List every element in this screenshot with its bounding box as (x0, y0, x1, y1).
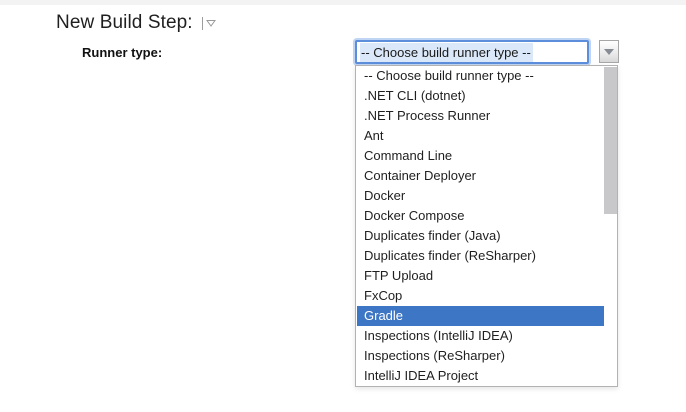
listbox-option[interactable]: Gradle (357, 306, 604, 326)
divider (201, 16, 203, 30)
listbox-option[interactable]: .NET CLI (dotnet) (364, 88, 466, 103)
dropdown-arrow-icon (205, 19, 216, 27)
listbox-option[interactable]: Inspections (ReSharper) (364, 348, 505, 363)
listbox-option[interactable]: Container Deployer (364, 168, 477, 183)
listbox-option[interactable]: Command Line (364, 148, 453, 163)
scrollbar-thumb[interactable] (604, 67, 617, 214)
runner-type-label: Runner type: (82, 45, 163, 60)
caret-down-icon (604, 48, 614, 55)
runner-type-select[interactable]: -- Choose build runner type -- (355, 40, 589, 64)
select-arrow-button[interactable] (599, 40, 619, 63)
listbox-option[interactable]: Duplicates finder (Java) (364, 228, 501, 243)
listbox-option[interactable]: .NET Process Runner (364, 108, 491, 123)
listbox-option[interactable]: IntelliJ IDEA Project (364, 368, 479, 383)
listbox-options: -- Choose build runner type -- .NET CLI (… (356, 66, 604, 386)
build-step-menu-toggle[interactable] (201, 15, 216, 31)
runner-type-listbox: -- Choose build runner type -- .NET CLI (… (355, 65, 618, 387)
listbox-option[interactable]: FxCop (364, 288, 403, 303)
listbox-option[interactable]: Ant (364, 128, 384, 143)
listbox-option[interactable]: Docker Compose (364, 208, 465, 223)
listbox-option[interactable]: FTP Upload (364, 268, 434, 283)
runner-type-select-value: -- Choose build runner type -- (360, 42, 533, 62)
page-header: New Build Step: (56, 12, 216, 34)
top-divider-strip (0, 0, 686, 5)
listbox-option[interactable]: Inspections (IntelliJ IDEA) (364, 328, 513, 343)
listbox-option[interactable]: -- Choose build runner type -- (364, 68, 534, 83)
listbox-option[interactable]: Docker (364, 188, 406, 203)
page-title: New Build Step: (56, 12, 193, 33)
listbox-option[interactable]: Duplicates finder (ReSharper) (364, 248, 536, 263)
